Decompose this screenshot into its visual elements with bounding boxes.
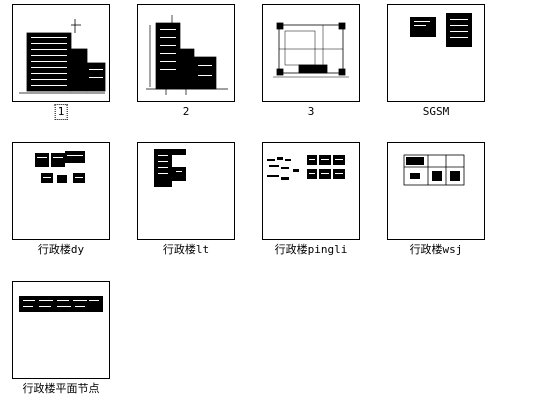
file-thumbnail[interactable] xyxy=(137,4,235,102)
file-label[interactable]: 行政楼wsj xyxy=(409,243,463,256)
file-thumbnail[interactable] xyxy=(387,4,485,102)
file-thumbnail[interactable] xyxy=(387,142,485,240)
file-label[interactable]: 1 xyxy=(54,104,68,120)
file-item-6[interactable]: 行政楼lt xyxy=(137,142,235,256)
file-thumbnail[interactable] xyxy=(12,142,110,240)
drawing-preview-icon xyxy=(273,22,349,78)
file-thumbnail[interactable] xyxy=(262,4,360,102)
drawing-preview-icon xyxy=(154,149,186,187)
file-thumbnail[interactable] xyxy=(262,142,360,240)
file-item-3[interactable]: 3 xyxy=(262,4,360,118)
file-label[interactable]: SGSM xyxy=(422,105,450,118)
file-label[interactable]: 行政楼平面节点 xyxy=(22,382,100,395)
file-item-9[interactable]: 行政楼平面节点 xyxy=(12,281,110,395)
drawing-preview-icon xyxy=(35,151,85,183)
file-label[interactable]: 行政楼lt xyxy=(162,243,210,256)
file-item-1[interactable]: 1 xyxy=(12,4,110,120)
drawing-preview-icon xyxy=(267,155,345,180)
drawing-preview-icon xyxy=(19,19,106,94)
drawing-preview-icon xyxy=(403,154,465,186)
file-label[interactable]: 行政楼pingli xyxy=(274,243,348,256)
file-item-7[interactable]: 行政楼pingli xyxy=(262,142,360,256)
file-item-8[interactable]: 行政楼wsj xyxy=(387,142,485,256)
file-thumbnail[interactable] xyxy=(12,4,110,102)
file-label[interactable]: 3 xyxy=(307,105,315,118)
file-item-4[interactable]: SGSM xyxy=(387,4,485,118)
drawing-preview-icon xyxy=(410,13,472,47)
drawing-preview-icon xyxy=(146,15,228,95)
file-item-5[interactable]: 行政楼dy xyxy=(12,142,110,256)
file-label[interactable]: 行政楼dy xyxy=(37,243,85,256)
file-item-2[interactable]: 2 xyxy=(137,4,235,118)
file-label[interactable]: 2 xyxy=(182,105,190,118)
file-thumbnail[interactable] xyxy=(137,142,235,240)
file-thumbnail[interactable] xyxy=(12,281,110,379)
drawing-preview-icon xyxy=(19,296,103,312)
